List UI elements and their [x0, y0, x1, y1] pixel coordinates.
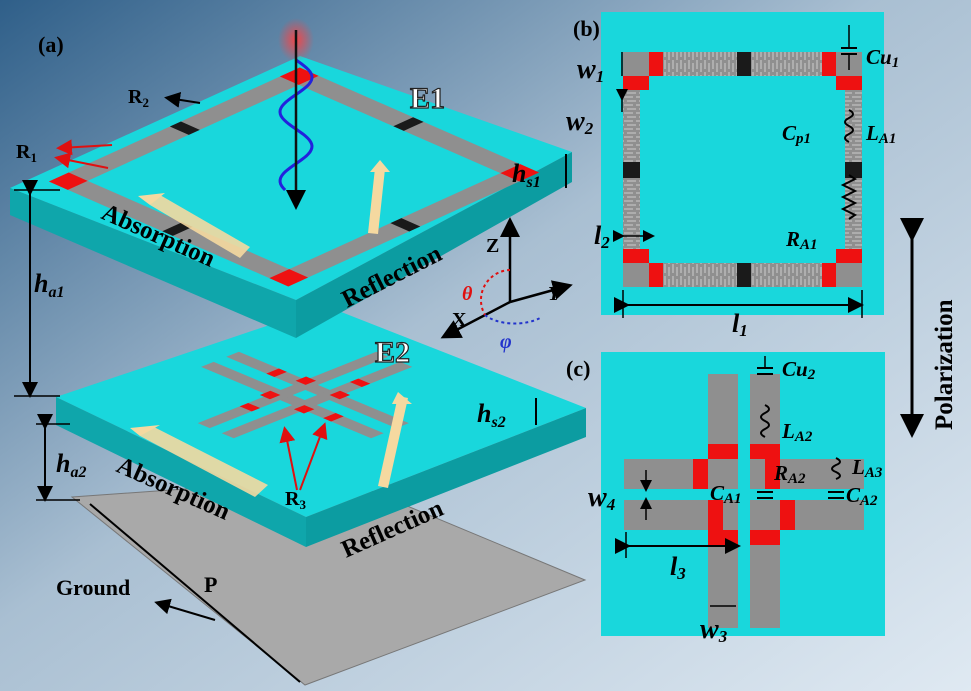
hs2-label: hs2 — [477, 399, 506, 431]
panel-c-label: (c) — [566, 356, 590, 381]
r3-arrow-1 — [279, 426, 298, 491]
absorption-arrowhead-bottom — [130, 425, 160, 436]
reflection-arrow-top — [368, 168, 385, 234]
panel-b: (b) w1 w2 l2 l1 Cu1 Cp1 LA1 RA1 — [566, 12, 899, 340]
p-dimension-line — [89, 503, 301, 683]
la3-label: LA3 — [851, 455, 883, 481]
p-label: P — [204, 572, 217, 597]
absorption-arrow-bottom — [140, 426, 268, 497]
ra1-zigzag — [840, 174, 858, 220]
e2-right-face — [306, 408, 586, 547]
lumped-red-c2 — [708, 500, 723, 530]
r1-arrow-1 — [56, 139, 113, 156]
lumped-red-c8 — [708, 444, 738, 459]
reflection-arrowhead-top — [370, 160, 390, 172]
la2-label: LA2 — [781, 419, 813, 445]
x-axis — [440, 300, 511, 339]
theta-arc — [480, 269, 511, 316]
z-axis-label: Z — [486, 235, 499, 257]
r2-label: R2 — [128, 86, 149, 110]
absorption-arrow-top — [150, 195, 250, 258]
e2-left-face — [56, 397, 306, 547]
ground-label: Ground — [56, 575, 130, 600]
lumped-red-br-v — [836, 249, 862, 263]
lumped-red-c1 — [693, 459, 708, 489]
layer-e2 — [56, 306, 586, 547]
resistor-left — [623, 162, 640, 178]
lumped-red-c4 — [765, 459, 780, 489]
la3-coil — [831, 457, 841, 480]
cu2-label: Cu2 — [782, 357, 816, 383]
resistor-top — [737, 52, 751, 76]
r1-arrow-2 — [54, 152, 109, 169]
ha1-label: ha1 — [34, 269, 64, 301]
lumped-red-c6 — [708, 530, 738, 545]
e1-right-face — [296, 152, 572, 338]
ra1-label: RA1 — [785, 227, 818, 253]
ca1-label: CA1 — [710, 481, 742, 507]
r3-label: R3 — [285, 488, 306, 512]
corner-bl — [623, 263, 649, 287]
lumped-red-c7 — [750, 530, 780, 545]
panel-b-label: (b) — [573, 16, 600, 41]
lumped-red-tr-v — [836, 76, 862, 90]
e1-label: E1 — [410, 82, 445, 115]
corner-tl — [623, 52, 649, 76]
phi-label: φ — [500, 331, 512, 353]
reflection-arrowhead-bottom — [392, 392, 412, 404]
r3-arrow-2 — [299, 422, 328, 491]
lumped-red-c5 — [780, 500, 795, 530]
x-axis-label: X — [452, 309, 467, 331]
ra2-label: RA2 — [773, 461, 806, 487]
y-axis-label: Y — [548, 283, 562, 305]
lumped-red-bl-h — [649, 263, 663, 287]
lumped-red-c3 — [750, 444, 780, 459]
e1-ring-resonator — [48, 67, 540, 287]
center-gap-horizontal — [708, 489, 780, 500]
w1-label: w1 — [577, 54, 604, 86]
ha2-label: ha2 — [56, 449, 86, 481]
r1-label: R1 — [16, 141, 37, 165]
l1-label: l1 — [732, 309, 748, 340]
w3-label: w3 — [700, 614, 728, 646]
e2-label: E2 — [375, 336, 410, 369]
resistor-bottom — [737, 263, 751, 287]
e2-cross-resonator — [197, 351, 413, 439]
cu1-label: Cu1 — [866, 45, 899, 71]
ground-pointer-arrow — [154, 598, 216, 621]
hs1-label: hs1 — [512, 159, 541, 191]
layer-e1 — [10, 18, 572, 338]
r2-arrow — [164, 91, 201, 108]
reflection-arrow-bottom — [378, 396, 408, 488]
incident-wave — [278, 58, 314, 192]
cp1-label: Cp1 — [782, 121, 811, 147]
ca2-label: CA2 — [846, 483, 878, 509]
polarization-label: Polarization — [931, 299, 958, 430]
panel-c: (c) w4 l3 w3 Cu2 LA2 LA3 RA2 CA1 CA2 — [566, 352, 885, 646]
y-axis — [509, 280, 573, 304]
resistor-right — [845, 162, 862, 178]
w2-label: w2 — [566, 106, 594, 138]
panel-a-label: (a) — [38, 32, 64, 57]
w4-label: w4 — [588, 482, 615, 514]
lumped-red-bl-v — [623, 249, 649, 263]
lumped-red-tl-v — [623, 76, 649, 90]
la2-coil — [760, 404, 770, 438]
lumped-red-tr-h — [822, 52, 836, 76]
theta-label: θ — [462, 283, 473, 305]
l3-label: l3 — [670, 552, 686, 583]
absorption-arrowhead-top — [138, 193, 165, 205]
corner-br — [836, 263, 862, 287]
lumped-red-tl-h — [649, 52, 663, 76]
coordinate-axes — [440, 217, 573, 339]
la1-coil — [844, 109, 854, 143]
e1-top-face — [10, 56, 572, 300]
e1-left-face — [10, 188, 296, 338]
lumped-red-br-h — [822, 263, 836, 287]
l2-label: l2 — [594, 221, 610, 252]
la1-label: LA1 — [865, 121, 896, 147]
